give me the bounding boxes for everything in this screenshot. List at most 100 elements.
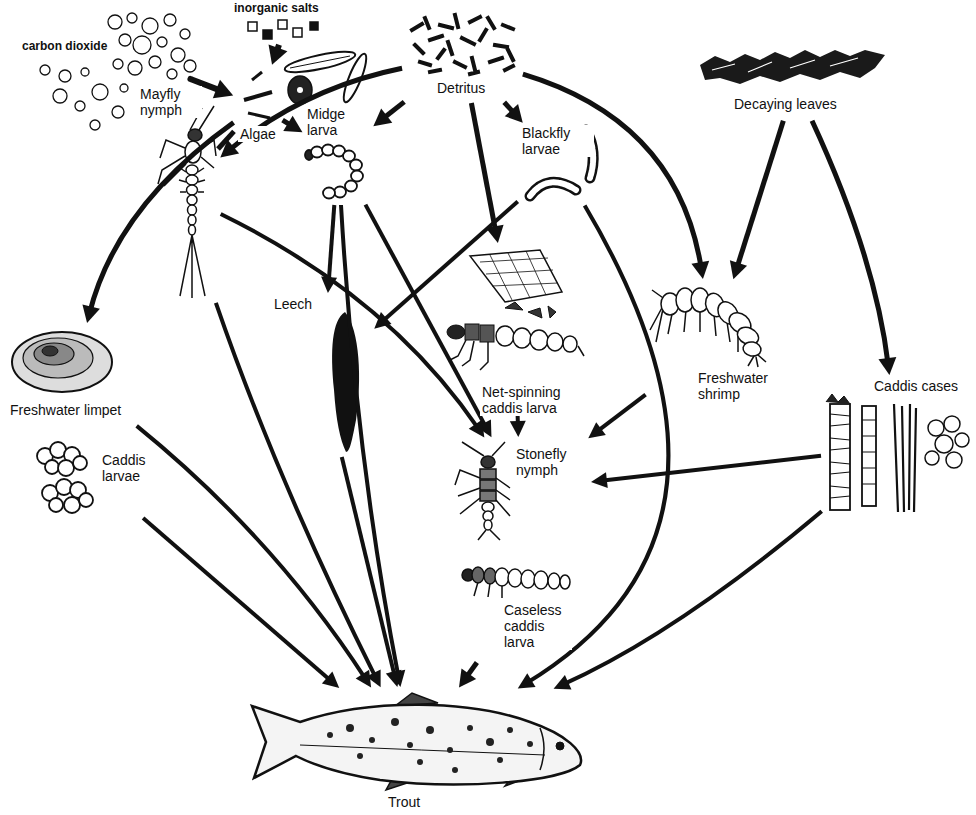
midge-larva-drawing <box>311 147 323 158</box>
co2-bubbles <box>59 70 71 82</box>
mayfly-nymph-drawing <box>188 129 202 141</box>
arrow-head <box>518 673 536 688</box>
mayfly-nymph-drawing <box>189 225 196 235</box>
link-line <box>365 205 486 429</box>
caddis-cases-drawing <box>928 420 944 436</box>
food-link <box>341 205 405 687</box>
food-link <box>221 214 485 438</box>
co2-bubbles <box>167 69 177 79</box>
freshwater-limpet-drawing <box>34 343 74 365</box>
blackfly-larvae-drawing <box>530 182 576 196</box>
caddis-larvae-drawing <box>64 497 80 513</box>
organism-label: Detritus <box>435 80 487 96</box>
organism-node: Decaying leaves <box>700 50 890 118</box>
organism-label: Net-spinning caddis larva <box>480 384 588 416</box>
caddis-larvae-drawing <box>58 460 74 476</box>
leaf-litter <box>700 50 885 84</box>
food-link <box>591 456 821 488</box>
organism-label: Caddis larvae <box>100 452 158 484</box>
organism-node: Net-spinning caddis larva <box>440 246 590 421</box>
algae-cells <box>283 48 356 77</box>
link-line <box>342 457 395 677</box>
co2-bubbles <box>112 106 124 118</box>
food-link <box>373 102 404 126</box>
mayfly-nymph-drawing <box>186 175 198 185</box>
organism-node: Stonefly nymph <box>452 440 588 540</box>
co2-bubbles <box>113 59 123 69</box>
caddis-larvae-drawing <box>79 493 93 507</box>
arrow-head <box>510 421 526 437</box>
algae-cells <box>297 87 303 93</box>
stonefly-nymph-drawing <box>484 520 492 530</box>
freshwater-shrimp-drawing <box>650 288 766 367</box>
link-line <box>812 121 888 365</box>
midge-larva-drawing <box>323 188 335 199</box>
food-link <box>459 662 477 687</box>
arrow-head <box>322 672 339 689</box>
mayfly-nymph-drawing <box>180 235 205 298</box>
co2-bubbles <box>53 89 67 103</box>
caseless-caddis-drawing <box>560 575 570 589</box>
organism-node: Leech <box>272 296 372 454</box>
arrow-head <box>373 109 392 127</box>
algae-cells <box>290 56 350 68</box>
salt-crystals <box>310 22 318 30</box>
arrow-head <box>691 261 709 279</box>
caddis-cases-drawing <box>826 394 969 512</box>
co2-bubbles <box>157 37 167 47</box>
net-spinning-caddis-drawing <box>447 250 584 370</box>
caddis-cases-drawing <box>862 406 876 506</box>
link-line <box>471 103 496 233</box>
freshwater-limpet-drawing <box>12 332 112 392</box>
food-link <box>137 426 371 688</box>
food-link <box>510 416 526 437</box>
organism-label: Decaying leaves <box>732 96 839 112</box>
mayfly-nymph-drawing <box>158 106 216 298</box>
mayfly-nymph-drawing <box>188 215 196 225</box>
arrow-head <box>283 116 302 133</box>
organism-node: Caddis cases <box>824 378 972 516</box>
co2-bubbles <box>142 18 158 34</box>
link-line <box>382 201 518 322</box>
organism-label: carbon dioxide <box>20 40 109 54</box>
link-line <box>137 426 366 679</box>
net-spinning-caddis-drawing <box>505 302 556 318</box>
food-link <box>504 102 523 123</box>
caddis-cases-drawing <box>830 404 850 510</box>
trout-drawing <box>300 745 545 755</box>
caseless-caddis-drawing <box>484 568 496 584</box>
blackfly-larvae-drawing <box>530 182 576 196</box>
net-spinning-caddis-drawing <box>547 333 563 351</box>
food-link <box>82 122 233 323</box>
co2-bubbles <box>127 13 137 23</box>
stonefly-nymph-drawing <box>480 469 496 479</box>
trout-drawing <box>252 705 581 785</box>
co2-bubbles <box>149 56 161 68</box>
organism-label: Caddis cases <box>872 378 960 394</box>
organism-label: Freshwater limpet <box>8 402 123 418</box>
caseless-caddis-drawing <box>462 567 570 598</box>
co2-bubbles <box>40 65 50 75</box>
link-line <box>89 122 233 313</box>
organism-label: Freshwater shrimp <box>696 370 776 402</box>
organism-node: Freshwater limpet <box>8 326 140 424</box>
detritus-particles <box>412 15 513 74</box>
stonefly-nymph-drawing <box>481 456 495 468</box>
organism-node: Blackfly larvae <box>520 125 600 203</box>
co2-bubbles <box>180 29 190 39</box>
food-link <box>143 518 339 688</box>
caddis-cases-drawing <box>894 404 916 512</box>
co2-bubbles <box>81 68 89 76</box>
leaf-litter <box>700 50 885 84</box>
arrow-head <box>505 104 523 123</box>
net-spinning-caddis-drawing <box>465 324 479 340</box>
trout-drawing <box>369 737 375 743</box>
organism-label: Mayfly nymph <box>138 86 202 118</box>
trout-drawing <box>556 742 564 750</box>
arrow-head <box>356 670 371 688</box>
organism-label: Blackfly larvae <box>520 125 594 157</box>
food-link <box>342 457 402 687</box>
net-spinning-caddis-drawing <box>530 330 548 350</box>
organism-node: inorganic salts <box>232 2 342 42</box>
